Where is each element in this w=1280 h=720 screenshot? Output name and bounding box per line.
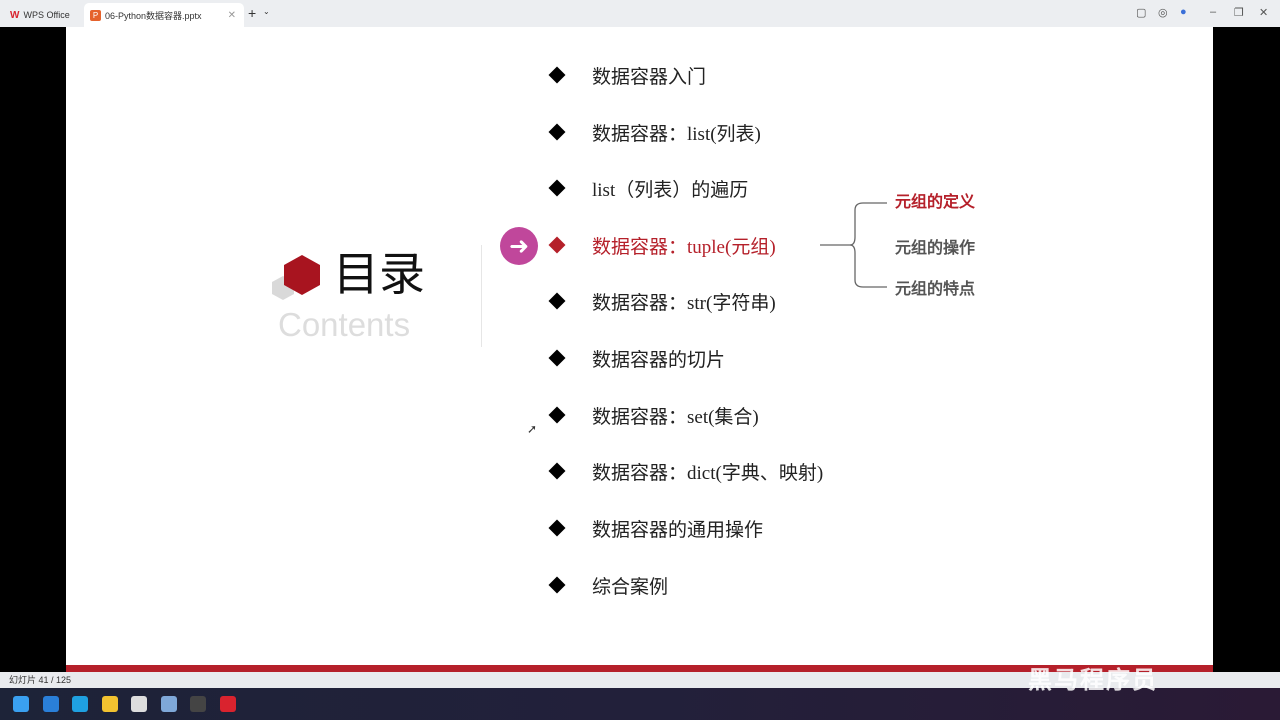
toc-item-label: 数据容器的切片 [592, 349, 726, 371]
diamond-bullet-icon [548, 519, 566, 537]
toc-item-label: 数据容器的通用操作 [592, 519, 764, 541]
toc-item-label: 数据容器：dict(字典、映射) [592, 462, 824, 484]
divider [481, 245, 482, 347]
window-layout-icon[interactable]: ▢ [1136, 7, 1147, 19]
mouse-cursor-icon: ➚ [527, 422, 538, 436]
toc-title: 目录 [333, 247, 425, 301]
tab-label: WPS Office [23, 10, 70, 20]
edge-icon[interactable] [72, 696, 88, 712]
toc-item[interactable]: list（列表）的遍历 [548, 173, 749, 203]
diamond-bullet-icon [548, 179, 566, 197]
tuple-subtopic: 元组的操作 [895, 240, 976, 257]
close-tab-icon[interactable]: ✕ [227, 9, 236, 21]
toc-item-label: 综合案例 [592, 576, 669, 598]
diamond-bullet-icon [548, 123, 566, 141]
arrow-right-icon: ➜ [500, 227, 538, 265]
toc-item-label: 数据容器：list(列表) [592, 123, 761, 145]
toc-item[interactable]: 数据容器的切片 [548, 343, 726, 373]
tab-menu-chevron-icon[interactable]: ⌄ [263, 7, 270, 16]
diamond-bullet-icon [548, 236, 566, 254]
calculator-icon[interactable] [160, 696, 177, 712]
toc-item-label: 数据容器：str(字符串) [592, 292, 776, 314]
toc-item-label: 数据容器入门 [592, 66, 707, 88]
minimize-button[interactable]: – [1210, 6, 1217, 18]
slide-footer-bar [66, 665, 1213, 672]
wps-icon[interactable] [219, 696, 236, 712]
taskbar [0, 688, 1280, 720]
toc-item[interactable]: 数据容器：list(列表) [548, 117, 761, 147]
toc-item[interactable]: 数据容器入门 [548, 60, 707, 90]
tuple-subtopic: 元组的定义 [895, 194, 976, 211]
ppt-file-icon: P [90, 9, 101, 21]
toc-item[interactable]: 数据容器：str(字符串) [548, 286, 776, 316]
toc-item[interactable]: 数据容器的通用操作 [548, 513, 764, 543]
toc-item-label: 数据容器：set(集合) [592, 406, 759, 428]
tuple-subtopic: 元组的特点 [895, 281, 976, 298]
slide-counter: 幻灯片 41 / 125 [9, 675, 72, 685]
diamond-bullet-icon [548, 66, 566, 84]
slide-canvas [66, 27, 1213, 672]
toc-item-label: list（列表）的遍历 [592, 179, 749, 201]
diamond-bullet-icon [548, 406, 566, 424]
watermark-logo: 黑马程序员 [1028, 667, 1158, 694]
toc-subtitle: Contents [278, 306, 411, 343]
toc-item[interactable]: 数据容器：dict(字典、映射) [548, 456, 824, 486]
close-window-button[interactable]: ✕ [1259, 7, 1269, 19]
clock-icon[interactable] [131, 696, 147, 712]
account-icon[interactable]: ● [1180, 6, 1187, 18]
search-icon[interactable] [42, 696, 59, 712]
diamond-bullet-icon [548, 462, 566, 480]
diamond-bullet-icon [548, 349, 566, 367]
skin-icon[interactable]: ◎ [1158, 7, 1168, 19]
tab-pptx-file[interactable]: P 06-Python数据容器.pptx ✕ [84, 3, 244, 27]
toc-item[interactable]: 综合案例 [548, 570, 669, 600]
file-explorer-icon[interactable] [101, 696, 118, 712]
tab-label: 06-Python数据容器.pptx [105, 10, 202, 21]
toc-item-label: 数据容器：tuple(元组) [592, 236, 776, 258]
terminal-icon[interactable] [190, 696, 206, 712]
diamond-bullet-icon [548, 292, 566, 310]
status-bar: 幻灯片 41 / 125 [0, 672, 1280, 688]
windows-start-icon[interactable] [13, 696, 29, 712]
toc-item[interactable]: 数据容器：tuple(元组) [548, 230, 776, 260]
brace-connector [820, 202, 887, 288]
diamond-bullet-icon [548, 576, 566, 594]
toc-item[interactable]: 数据容器：set(集合) [548, 400, 759, 430]
restore-button[interactable]: ❐ [1234, 7, 1244, 19]
wps-logo-icon: W [10, 9, 20, 21]
new-tab-button[interactable]: + [248, 5, 257, 21]
